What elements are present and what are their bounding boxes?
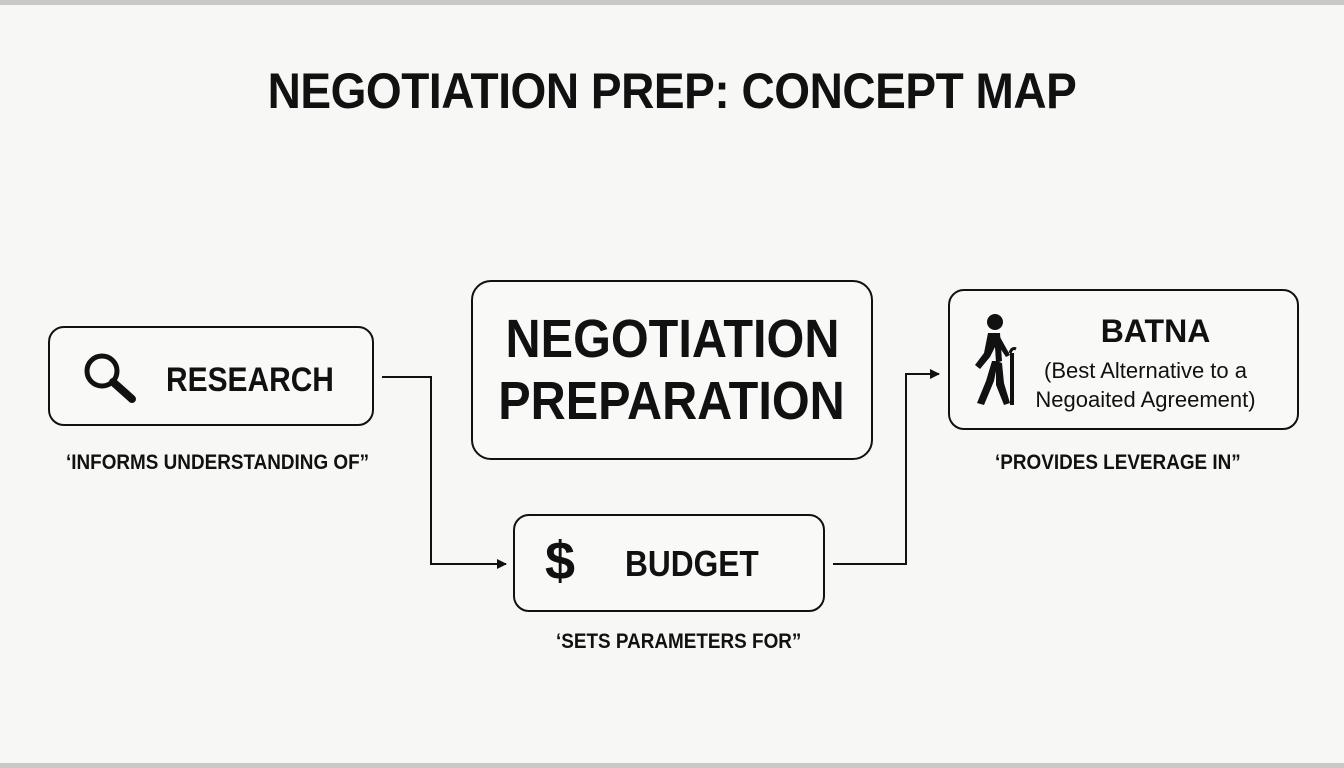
edge-label-sets: ‘SETS PARAMETERS FOR” [556, 630, 802, 653]
magnifying-glass-icon [84, 353, 136, 403]
edge-label-provides: ‘PROVIDES LEVERAGE IN” [995, 451, 1241, 474]
budget-label: BUDGET [625, 543, 759, 584]
dollar-icon: $ [545, 531, 576, 591]
top-border [0, 0, 1344, 5]
negotiation-preparation-node: NEGOTIATION PREPARATION [471, 280, 873, 460]
batna-subtitle-line1: (Best Alternative to a [1044, 358, 1247, 383]
bottom-border [0, 763, 1344, 768]
walking-person-with-cane-icon [975, 314, 1017, 405]
batna-subtitle-line2: Negoaited Agreement) [1035, 387, 1256, 412]
research-node: RESEARCH [48, 326, 374, 426]
research-label: RESEARCH [166, 361, 334, 399]
edge-label-informs: ‘INFORMS UNDERSTANDING OF” [66, 451, 370, 474]
arrow-research-to-budget [382, 376, 507, 569]
arrow-budget-to-batna [833, 369, 940, 565]
diagram-title: NEGOTIATION PREP: CONCEPT MAP [267, 63, 1077, 119]
batna-subtitle: (Best Alternative to a Negoaited Agreeme… [950, 356, 1301, 414]
core-label-line2: PREPARATION [498, 371, 846, 431]
budget-node: $ BUDGET [513, 514, 825, 612]
core-label-line1: NEGOTIATION [505, 309, 839, 369]
batna-node: BATNA (Best Alternative to a Negoaited A… [948, 289, 1299, 430]
batna-title: BATNA [1100, 313, 1211, 349]
